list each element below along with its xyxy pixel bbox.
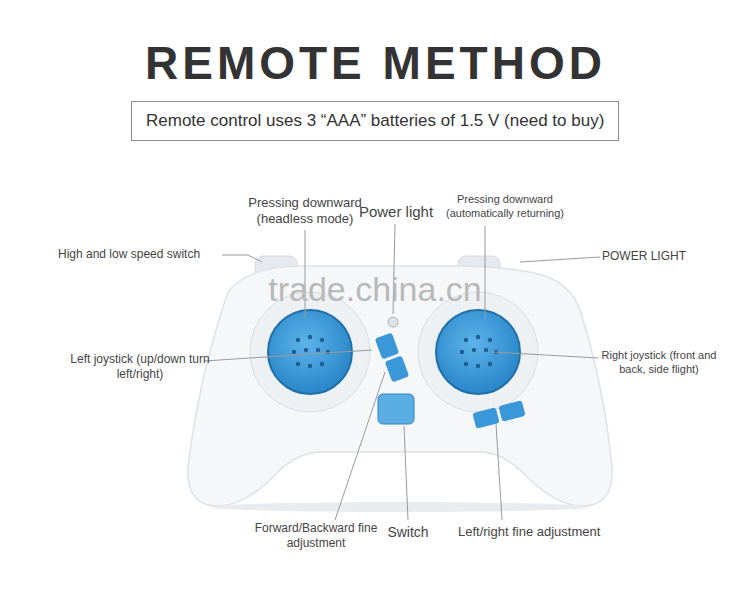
trim-button <box>375 333 399 360</box>
callout-label: Right joystick (front and back, side fli… <box>594 349 724 377</box>
callout-label: Forward/Backward fine adjustment <box>246 521 386 551</box>
mode-switch <box>378 394 414 424</box>
leader-line <box>204 224 600 520</box>
callout-label: Pressing downward (headless mode) <box>235 195 375 228</box>
watermark: trade.china.cn <box>0 268 750 311</box>
box-text: Remote control uses 3 “AAA” batteries of… <box>146 111 604 130</box>
power-light <box>388 317 398 327</box>
callout-label: Switch <box>378 524 438 542</box>
callout-label: Left/right fine adjustment <box>458 524 618 540</box>
callout-label: Left joystick (up/down turn left/right) <box>70 352 210 382</box>
title: REMOTE METHOD <box>145 40 606 86</box>
shadow <box>210 502 590 512</box>
callout-label: High and low speed switch <box>58 247 228 262</box>
right-stick-well <box>418 292 538 412</box>
trim-button <box>385 356 409 383</box>
left-stick-well <box>250 292 370 412</box>
trim-button <box>472 407 499 429</box>
callout-label: POWER LIGHT <box>602 249 712 264</box>
callout-label: Power light <box>356 203 436 222</box>
info-box: Remote control uses 3 “AAA” batteries of… <box>131 101 619 141</box>
right-joystick <box>436 310 520 394</box>
callout-label: Pressing downward (automatically returni… <box>425 193 585 221</box>
trim-button <box>498 400 525 422</box>
